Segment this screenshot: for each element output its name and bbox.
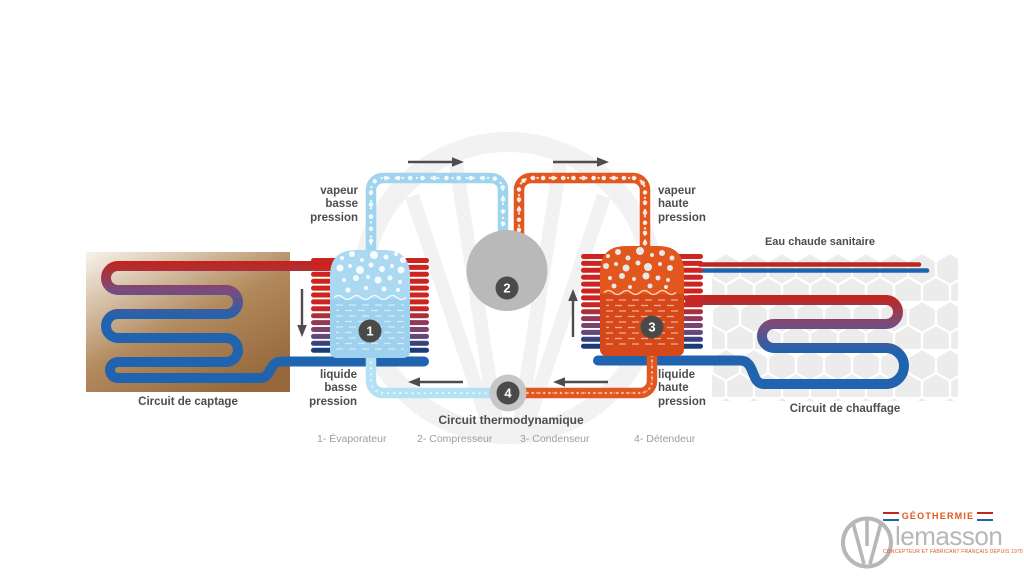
flag-stripe-left-icon xyxy=(883,511,899,521)
flag-stripe-right-icon xyxy=(977,511,993,521)
flow-arrows xyxy=(297,157,609,387)
chauffage-coil-pipe xyxy=(593,295,910,389)
evaporator-bubbles xyxy=(336,251,406,293)
legend-detendeur: 4- Détendeur xyxy=(634,433,696,445)
label-vapeur-haute-pression: vapeur haute pression xyxy=(658,185,706,224)
arrow-up-condenser-icon xyxy=(568,289,578,337)
compressor-body xyxy=(466,230,548,311)
label-circuit-thermodynamique: Circuit thermodynamique xyxy=(438,413,584,427)
label-circuit-de-captage: Circuit de captage xyxy=(138,396,238,408)
condenser-bubbles xyxy=(603,247,675,289)
label-eau-chaude-sanitaire: Eau chaude sanitaire xyxy=(764,236,876,248)
arrow-right-top-right-icon xyxy=(553,157,609,167)
vapor-high-pressure-pipe xyxy=(513,172,651,253)
ground-block xyxy=(86,252,290,392)
legend-evaporateur: 1- Évaporateur xyxy=(317,433,387,445)
logo-brand-name: lemasson xyxy=(895,521,1003,551)
evaporator-liquid-lines xyxy=(336,304,404,350)
badge-condenser: 3 xyxy=(648,320,655,335)
logo-division-row: GÉOTHERMIE xyxy=(883,511,993,521)
step-badges: 1 2 3 4 xyxy=(358,276,664,405)
captage-coil-pipe xyxy=(100,261,429,383)
label-vapeur-basse-pression: vapeur basse pression xyxy=(310,185,358,224)
condenser xyxy=(581,246,703,356)
legend-condenseur: 3- Condenseur xyxy=(520,433,590,445)
liquid-low-pressure-pipe xyxy=(365,354,512,399)
label-liquide-basse-pression: liquide basse pression xyxy=(309,369,357,408)
legend-compresseur: 2- Compresseur xyxy=(417,433,493,445)
arrow-left-bottom-left-icon xyxy=(408,377,463,387)
liquid-high-pressure-pipe xyxy=(504,348,658,399)
arrow-left-bottom-right-icon xyxy=(553,377,608,387)
vapor-low-pressure-pipe xyxy=(365,172,509,256)
badge-expansion-valve: 4 xyxy=(504,386,512,401)
badge-compressor: 2 xyxy=(503,281,510,296)
logo-division-label: GÉOTHERMIE xyxy=(901,511,975,521)
logo-tagline: CONCEPTEUR ET FABRICANT FRANÇAIS DEPUIS … xyxy=(883,549,1024,555)
label-liquide-haute-pression: liquide haute pression xyxy=(658,369,706,408)
arrow-down-evaporator-icon xyxy=(297,289,307,337)
badge-evaporator: 1 xyxy=(366,324,373,339)
label-circuit-de-chauffage: Circuit de chauffage xyxy=(789,403,901,415)
arrow-right-top-left-icon xyxy=(408,157,464,167)
lemasson-logo-icon xyxy=(841,516,893,569)
